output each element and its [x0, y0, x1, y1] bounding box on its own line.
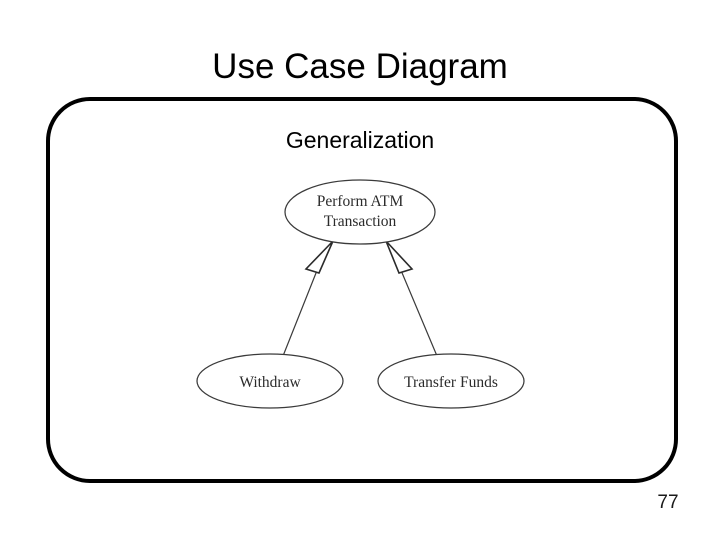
use-case-ellipse-transfer-funds[interactable] [377, 353, 525, 409]
generalization-line-transfer-funds [399, 267, 438, 357]
use-case-label-withdraw: Withdraw [239, 374, 301, 391]
use-case-ellipse-perform-atm-transaction[interactable] [284, 179, 436, 245]
content-frame [46, 97, 678, 483]
use-case-label-transfer-funds: Transfer Funds [404, 374, 498, 391]
section-label: Generalization [285, 127, 435, 153]
page-title: Use Case Diagram [212, 47, 508, 86]
use-case-label-perform-atm-transaction-line1: Perform ATM [317, 193, 404, 210]
generalization-arrowhead-right-icon [385, 240, 414, 274]
use-case-label-perform-atm-transaction-line2: Transaction [324, 213, 397, 230]
generalization-line-withdraw [282, 267, 319, 357]
page-number: 77 [657, 492, 679, 513]
generalization-arrowhead-left-icon [304, 240, 334, 274]
use-case-ellipse-withdraw[interactable] [196, 353, 344, 409]
